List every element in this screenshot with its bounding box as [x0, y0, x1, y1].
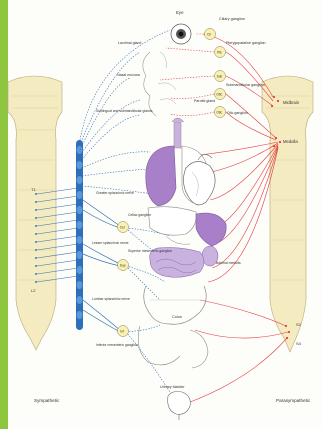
nasal-mucosa-label: Nasal mucosa: [117, 73, 140, 77]
left-spinal-cord: [8, 76, 62, 350]
face-outline: [143, 52, 156, 116]
superior-mesenteric-ganglion: Sup: [118, 260, 129, 271]
parasympathetic-postganglionic-lines: [160, 34, 214, 116]
segment-label-l2: L2: [31, 288, 36, 293]
adrenal-medulla-label: Adrenal medulla: [216, 261, 241, 265]
midbrain-label: Midbrain: [283, 100, 300, 105]
intestines: [144, 248, 207, 325]
sympathetic-chain: [76, 140, 83, 330]
ciliary-ganglion: Cil: [205, 29, 216, 40]
sympathetic-caption: Sympathetic: [34, 398, 59, 403]
otic-ganglion: Otic: [215, 89, 226, 100]
splanchnic-nerves: [83, 200, 120, 332]
parotid-gland-label: Parotid gland: [194, 99, 215, 103]
ciliary-ganglion-label: Ciliary ganglion: [219, 17, 245, 21]
otic-ganglion-2: Otic: [215, 107, 226, 118]
sublingual-glands-label: Sublingual and submandibular glands: [96, 109, 153, 113]
parasympathetic-caption: Parasympathetic: [276, 398, 310, 403]
pelvic-organs: [138, 326, 208, 368]
svg-text:Otic: Otic: [216, 111, 222, 115]
celiac-ganglion-label: Celiac ganglion: [128, 213, 151, 217]
submandibular-ganglion-label: Submandibular ganglion: [226, 83, 265, 87]
segment-label-s2: S2: [296, 322, 302, 327]
right-spinal-cord: [262, 76, 313, 352]
svg-text:Otic: Otic: [216, 93, 222, 97]
lacrimal-gland-label: Lacrimal gland: [118, 41, 141, 45]
greater-splanchnic-label: Greater splanchnic nerve: [96, 191, 134, 195]
trachea: [172, 118, 184, 148]
svg-text:Pte: Pte: [217, 51, 222, 55]
pterygopalatine-ganglion: Pte: [215, 47, 226, 58]
lumbar-splanchnic-label: Lumbar splanchnic nerve: [92, 297, 130, 301]
svg-text:Cel: Cel: [120, 226, 125, 230]
submandibular-ganglion: Sub: [215, 71, 226, 82]
eye-label: Eye: [176, 10, 184, 15]
superior-mesenteric-label: Superior mesenteric ganglion: [128, 249, 172, 253]
svg-text:Sub: Sub: [217, 75, 223, 79]
celiac-ganglion: Cel: [118, 222, 129, 233]
inferior-mesenteric-ganglion: Inf: [118, 326, 129, 337]
pterygopalatine-ganglion-label: Pterygopalatine ganglion: [226, 41, 266, 45]
svg-text:Cil: Cil: [207, 33, 211, 37]
inferior-mesenteric-label: Inferior mesenteric ganglion: [96, 343, 138, 347]
urinary-bladder-label: Urinary bladder: [160, 385, 185, 389]
left-green-strip: [0, 0, 8, 429]
segment-label-t1: T1: [31, 187, 36, 192]
svg-text:Inf: Inf: [120, 330, 124, 334]
svg-text:Sup: Sup: [120, 264, 126, 268]
lesser-splanchnic-label: Lesser splanchnic nerve: [92, 241, 129, 245]
liver-stomach: [148, 207, 226, 246]
otic-ganglion-label: Otic ganglion: [227, 111, 248, 115]
eye: [171, 24, 191, 44]
medulla-label: Medulla: [283, 139, 298, 144]
segment-label-s4: S4: [296, 341, 302, 346]
colon-label: Colon: [172, 315, 182, 319]
urinary-bladder: [168, 392, 191, 421]
